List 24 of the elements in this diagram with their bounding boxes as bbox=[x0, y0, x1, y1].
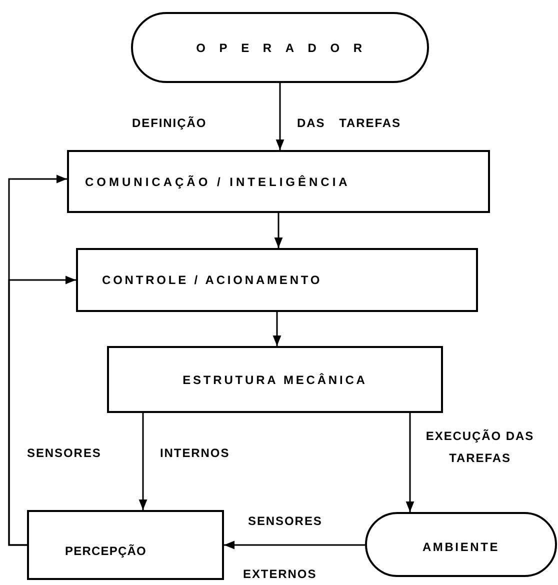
process-box bbox=[107, 346, 443, 413]
node-label: PERCEPÇÃO bbox=[65, 543, 146, 560]
process-box bbox=[76, 248, 478, 312]
flow-label: INTERNOS bbox=[160, 445, 230, 462]
node-label: COMUNICAÇÃO / INTELIGÊNCIA bbox=[85, 174, 350, 190]
flow-label: SENSORES bbox=[27, 445, 102, 462]
node-label: ESTRUTURA MECÂNICA bbox=[182, 372, 368, 388]
node-label: CONTROLE / ACIONAMENTO bbox=[102, 272, 322, 289]
flow-label: EXTERNOS bbox=[243, 566, 317, 583]
arrow bbox=[8, 276, 76, 546]
arrow bbox=[138, 413, 148, 510]
arrow bbox=[224, 540, 365, 550]
process-box bbox=[27, 510, 224, 580]
arrow bbox=[272, 312, 282, 346]
arrow bbox=[406, 413, 414, 512]
edge-label: EXECUÇÃO DAS TAREFAS bbox=[425, 428, 535, 467]
arrow bbox=[276, 83, 284, 150]
node-label: OPERADOR bbox=[195, 40, 376, 56]
flow-label: DAS TAREFAS bbox=[297, 115, 401, 132]
node-label: AMBIENTE bbox=[422, 538, 500, 556]
flow-label: SENSORES bbox=[248, 513, 322, 530]
arrow bbox=[274, 213, 283, 248]
process-box bbox=[67, 150, 490, 213]
flow-label: DEFINIÇÃO bbox=[132, 115, 207, 132]
